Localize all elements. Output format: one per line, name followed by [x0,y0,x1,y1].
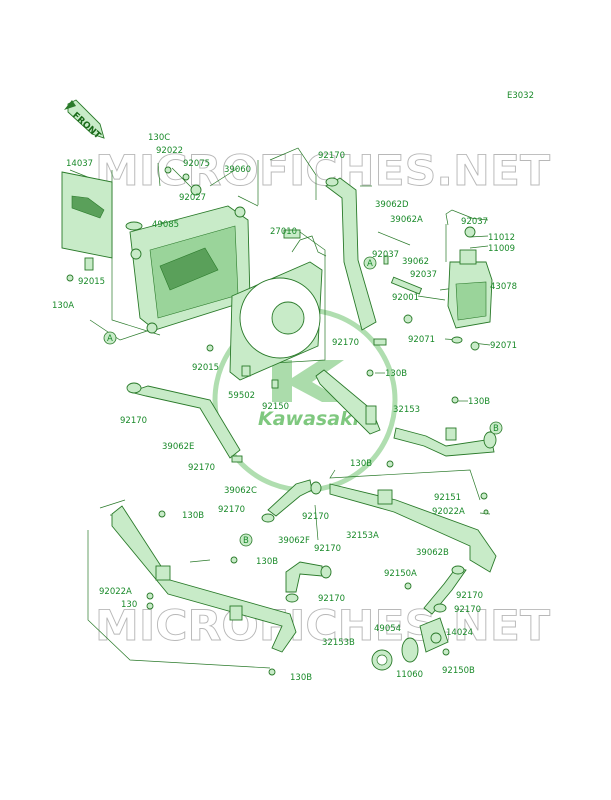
part-label: 39062F [278,536,310,546]
part-label: 92150A [384,569,417,579]
part-label: 92170 [318,594,345,604]
part-label: 39062B [416,548,449,558]
part-label: 92170 [332,338,359,348]
part-label: 130B [468,397,490,407]
part-label: 49054 [374,624,401,634]
thermostat-housing [371,617,450,671]
part-labels: 130C 92022 92075 14037 39060 92027 92170… [52,133,517,683]
part-label: 49085 [152,220,179,230]
part-label: 92001 [392,293,419,303]
part-label: 43078 [490,282,517,292]
part-label: 32153A [346,531,379,541]
part-label: 92022A [432,507,465,517]
ref-marker: B [493,424,499,434]
part-label: 92071 [490,341,517,351]
part-label: 130C [148,133,170,143]
part-label: 92015 [192,363,219,373]
part-label: 92037 [410,270,437,280]
hose-39062E [126,382,243,463]
part-label: 92071 [408,335,435,345]
part-label: 11060 [396,670,423,680]
ref-marker: A [107,334,113,344]
part-label: 39062C [224,486,257,496]
part-label: 92150 [262,402,289,412]
part-label: 92151 [434,493,461,503]
part-label: 130B [385,369,407,379]
part-label: 92170 [188,463,215,473]
part-label: 39060 [224,165,251,175]
brand-text: Kawasaki [258,408,360,430]
radiator-screen [61,171,113,282]
ref-marker: B [243,536,249,546]
part-label: 92022A [99,587,132,597]
part-label: 32153B [322,638,355,648]
part-label: 92037 [372,250,399,260]
part-label: 39062D [375,200,409,210]
part-label: 130B [290,673,312,683]
part-label: 92170 [454,605,481,615]
water-pipe-32153A [329,460,497,573]
part-label: 92022 [156,146,183,156]
hose-39062C [261,479,322,523]
part-label: 130B [182,511,204,521]
part-label: 14037 [66,159,93,169]
part-label: 11009 [488,244,515,254]
part-label: 92170 [314,544,341,554]
watermark-bottom: MICROFICHES.NET [95,601,550,650]
part-label: 92170 [318,151,345,161]
part-label: 14024 [446,628,473,638]
cooling-fan [206,235,327,389]
water-pipe-32153B [111,505,297,676]
radiator [125,162,301,334]
reservoir-tank [383,209,493,351]
hose-39062B [404,565,467,615]
part-label: 92150B [442,666,475,676]
ref-marker: A [367,259,373,269]
part-label: 92170 [218,505,245,515]
front-arrow-icon: FRONT [64,99,105,142]
part-label: 59502 [228,391,255,401]
part-label: 92170 [120,416,147,426]
part-label: 130B [350,459,372,469]
part-label: 130B [256,557,278,567]
part-label: 27010 [270,227,297,237]
part-label: 130A [52,301,74,311]
part-label: 92037 [461,217,488,227]
hose-39062F [285,561,332,603]
water-pipe-32153 [315,369,497,457]
part-label: 39062 [402,257,429,267]
part-label: 39062E [162,442,194,452]
part-label: 92170 [456,591,483,601]
part-label: 92015 [78,277,105,287]
upper-hose [325,177,387,346]
part-label: 39062A [390,215,423,225]
diagram-code: E3032 [507,91,534,101]
part-label: 32153 [393,405,420,415]
part-label: 92170 [302,512,329,522]
part-label: 92075 [183,159,210,169]
reference-markers: A A B B [103,256,503,547]
part-label: 130 [121,600,137,610]
part-label: 92027 [179,193,206,203]
part-label: 11012 [488,233,515,243]
